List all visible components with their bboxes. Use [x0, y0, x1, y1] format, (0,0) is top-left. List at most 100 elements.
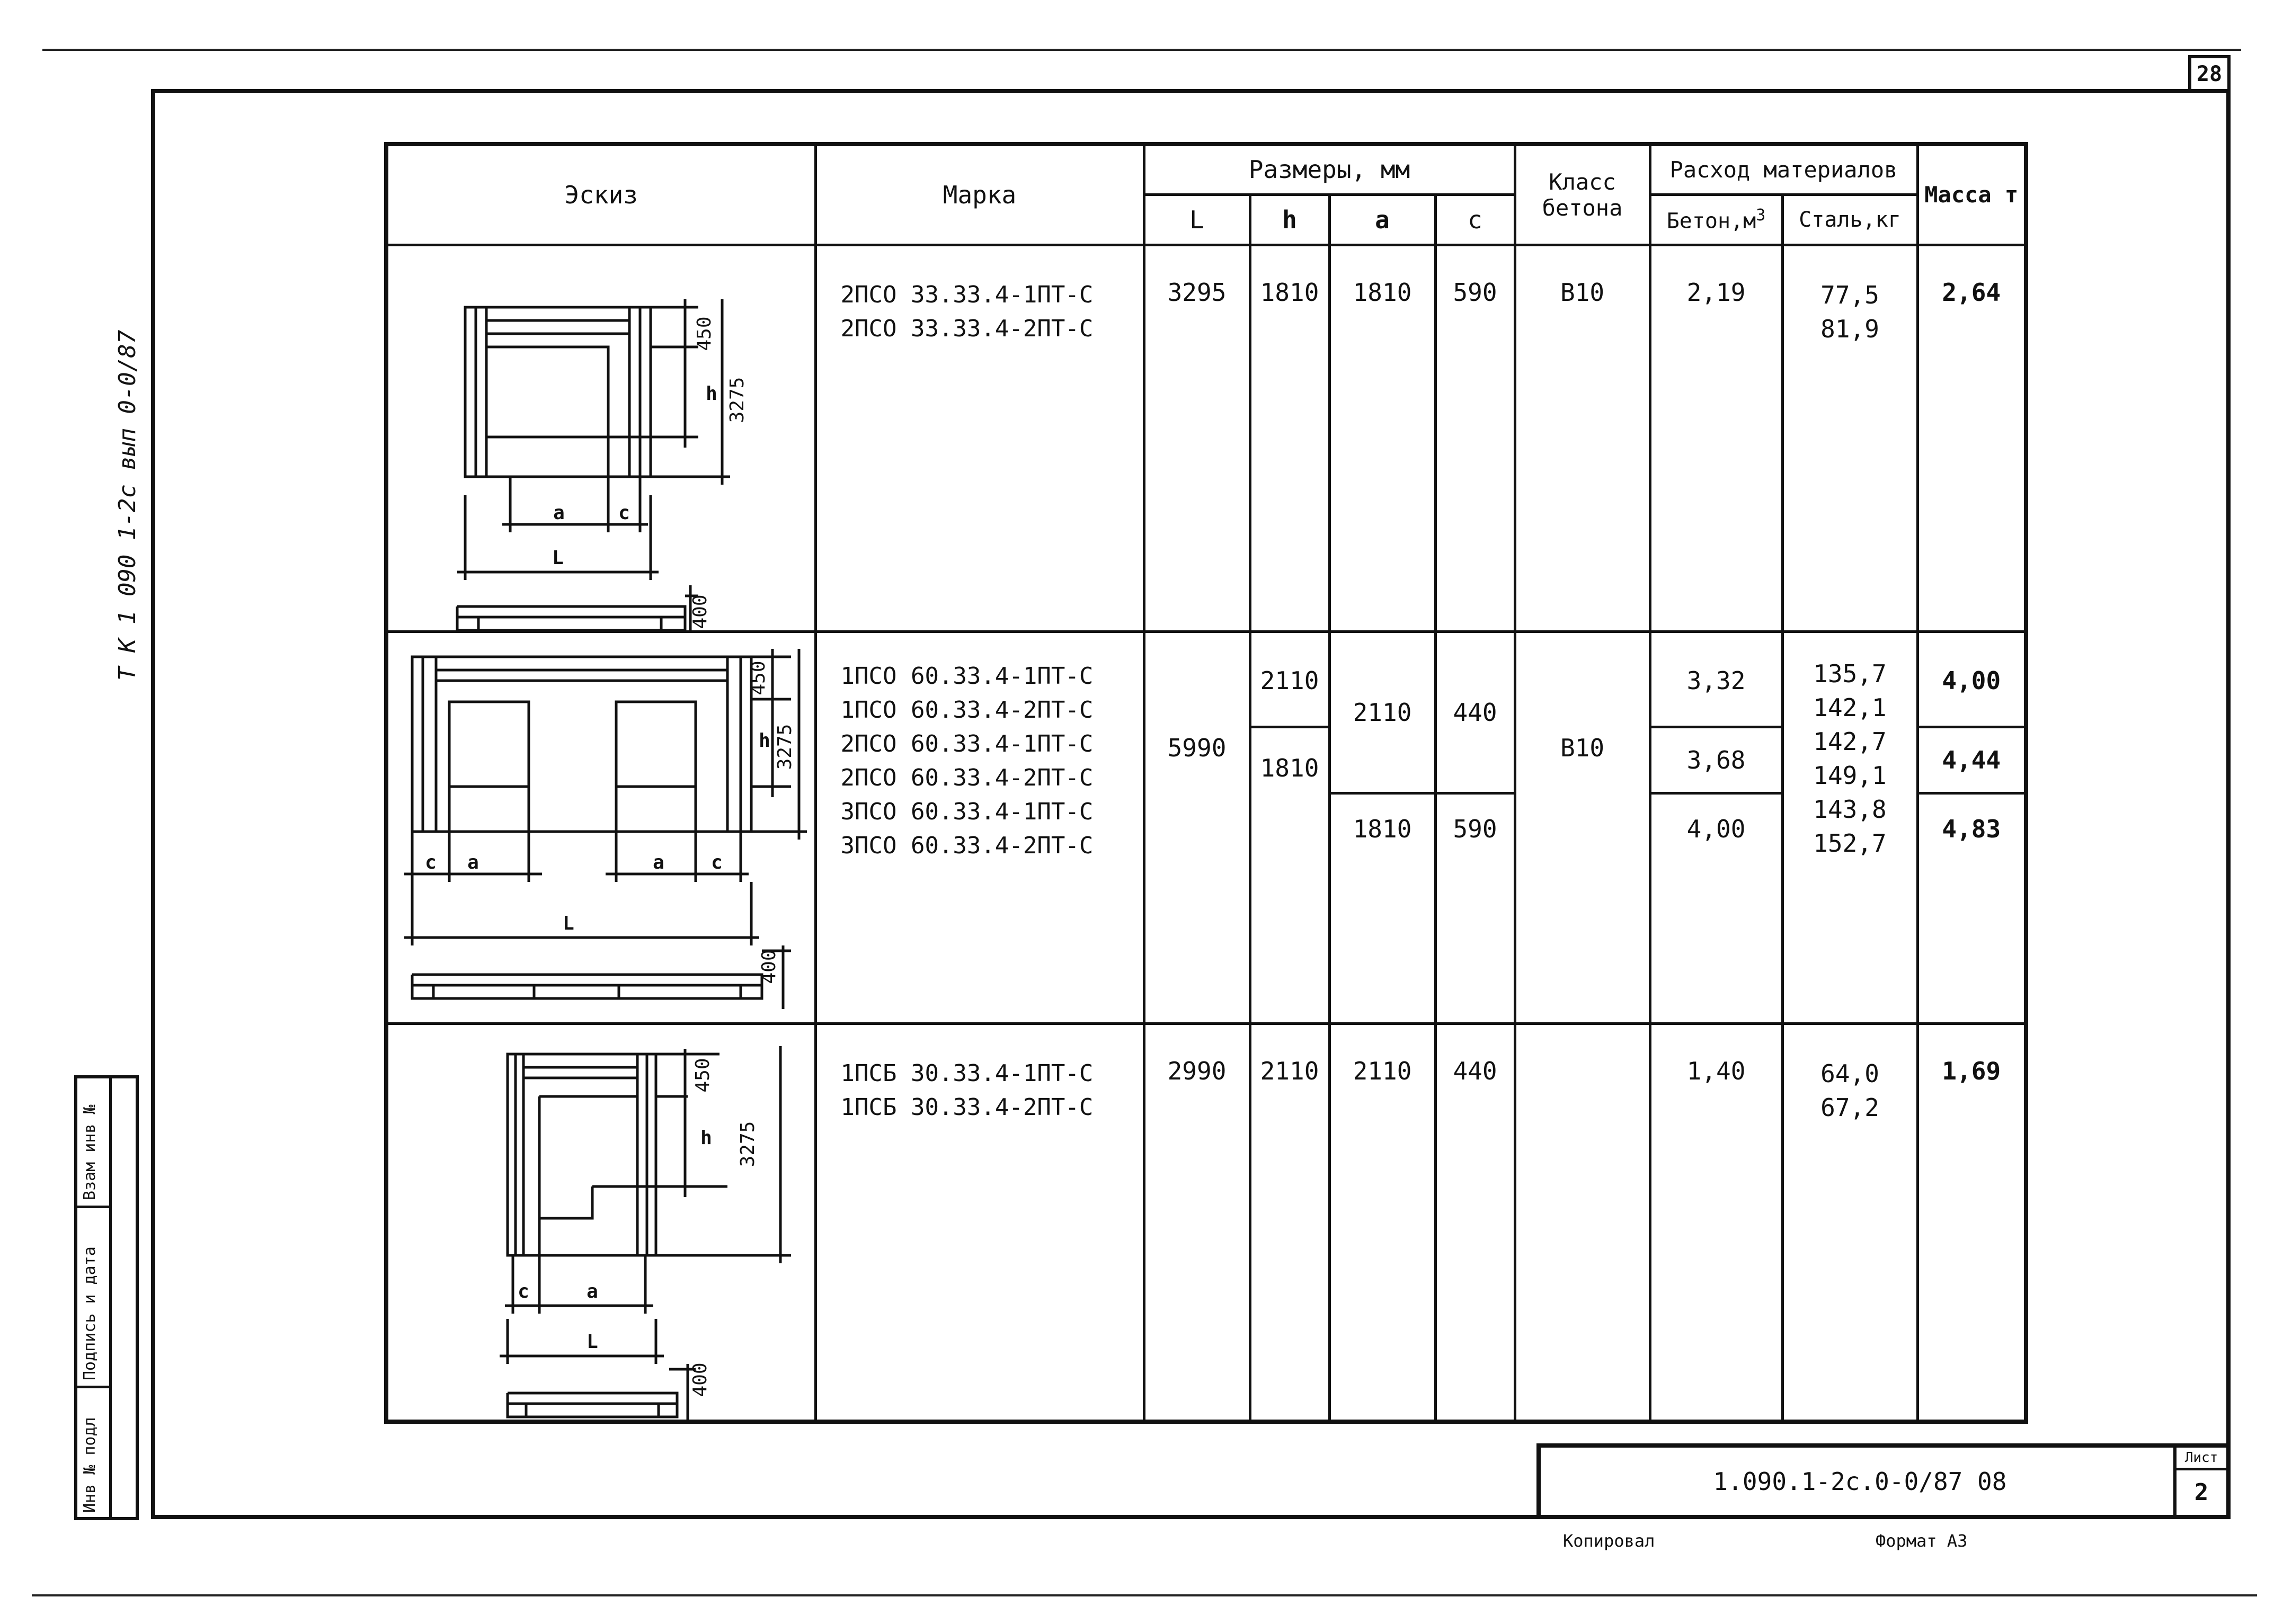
concrete-divider	[1651, 725, 1781, 728]
sketch-1-dim-450: 450	[694, 316, 715, 351]
sketch-panel-1: 450 h 3275 a c L 400	[456, 299, 748, 630]
mark-item: 3ПСО 60.33.4-2ПТ-С	[840, 832, 1094, 859]
cell-steel-2: 135,7 142,1 142,7 149,1 143,8 152,7	[1781, 630, 1919, 1025]
sketch-1-dim-a: a	[553, 502, 565, 524]
c-divider	[1436, 791, 1514, 795]
table-row: 450 h 3275 c a a c L 400 1ПСО 60.33.4-1П…	[385, 630, 2028, 1025]
sketch-2-dim-L: L	[563, 913, 574, 934]
concrete-value: 3,32	[1686, 666, 1746, 695]
sketch-2-dim-450: 450	[748, 661, 769, 695]
sketch-2-dim-a-right: a	[653, 852, 664, 873]
header-a: a	[1328, 193, 1437, 246]
mark-item: 1ПСБ 30.33.4-1ПТ-С	[840, 1059, 1094, 1087]
spine-label-2: Подпись и дата	[81, 1246, 99, 1380]
sketch-cell-2: 450 h 3275 c a a c L 400	[385, 630, 817, 1025]
header-concrete-class-text: Класс бетона	[1542, 168, 1623, 221]
h-value: 1810	[1260, 753, 1319, 782]
header-concrete-m3-text: Бетон,м	[1666, 209, 1756, 234]
mark-item: 2ПСО 33.33.4-2ПТ-С	[840, 315, 1094, 342]
header-steel-kg: Сталь,кг	[1781, 193, 1919, 246]
marks-cell-2: 1ПСО 60.33.4-1ПТ-С 1ПСО 60.33.4-2ПТ-С 2П…	[814, 630, 1145, 1025]
sheet-label: Лист	[2177, 1448, 2226, 1470]
concrete-divider	[1651, 791, 1781, 795]
mark-item: 2ПСО 33.33.4-1ПТ-С	[840, 281, 1094, 308]
header-mass: Масса т	[1916, 142, 2028, 246]
a-value: 2110	[1353, 698, 1412, 727]
mass-value: 4,44	[1942, 745, 2001, 774]
document-code: 1.090.1-2с.0-0/87 08	[1713, 1467, 2007, 1496]
header-concrete-class: Класс бетона	[1513, 142, 1651, 246]
cell-mass-1: 2,64	[1916, 243, 2028, 633]
header-concrete-m3-sup: 3	[1756, 206, 1766, 225]
outer-top-line	[42, 49, 2241, 51]
vertical-title: Т К 1 090 1-2с вып 0-0/87	[114, 329, 141, 681]
cell-a-3: 2110	[1328, 1022, 1437, 1423]
steel-value: 149,1	[1813, 761, 1887, 790]
spine-cell-3: Взам инв №	[77, 1078, 112, 1208]
cell-concrete-1: 2,19	[1648, 243, 1784, 633]
cell-L-3: 2990	[1142, 1022, 1251, 1423]
cell-a-1: 1810	[1328, 243, 1437, 633]
h-value: 2110	[1260, 666, 1319, 695]
sketch-1-dim-c: c	[618, 502, 630, 524]
steel-value: 64,0	[1820, 1059, 1879, 1088]
sketch-3-dim-400: 400	[689, 1362, 711, 1397]
a-divider	[1330, 791, 1434, 795]
sketch-2-dim-c-right: c	[711, 852, 723, 873]
spine-cell-1: Инв № подл	[77, 1386, 112, 1517]
specification-table: Эскиз Марка Размеры, мм Класс бетона Рас…	[384, 142, 2029, 1424]
cell-class-1: В10	[1513, 243, 1651, 633]
c-value: 590	[1453, 814, 1497, 843]
sketch-1-dim-h: h	[706, 383, 717, 405]
outer-bottom-line	[32, 1594, 2257, 1596]
footer-copied: Копировал	[1563, 1531, 1655, 1551]
spine-label-1: Инв № подл	[81, 1417, 99, 1513]
sketch-1-dim-400: 400	[689, 594, 711, 629]
sketch-2-dim-3275: 3275	[774, 724, 796, 770]
steel-value: 152,7	[1813, 828, 1887, 858]
table-row: 450 h 3275 a c L 400 2ПСО 33.33.4-1ПТ-С …	[385, 243, 2028, 633]
sketch-2-dim-h: h	[759, 730, 770, 752]
footer-format: Формат А3	[1876, 1531, 1968, 1551]
sketch-3-dim-L: L	[587, 1331, 598, 1353]
cell-mass-3: 1,69	[1916, 1022, 2028, 1423]
mass-value: 4,00	[1942, 666, 2001, 695]
spine-label-3: Взам инв №	[81, 1104, 99, 1200]
sketch-panel-2: 450 h 3275 c a a c L 400	[404, 648, 807, 1009]
steel-value: 77,5	[1820, 280, 1879, 309]
sketch-3-dim-a: a	[587, 1281, 598, 1302]
cell-steel-3: 64,0 67,2	[1781, 1022, 1919, 1423]
concrete-value: 4,00	[1686, 814, 1746, 843]
cell-h-3: 2110	[1248, 1022, 1331, 1423]
title-block: 1.090.1-2с.0-0/87 08 Лист 2	[1536, 1443, 2231, 1519]
header-L: L	[1142, 193, 1251, 246]
cell-concrete-2: 3,32 3,68 4,00	[1648, 630, 1784, 1025]
spine-cell-2: Подпись и дата	[77, 1206, 112, 1388]
cell-c-3: 440	[1434, 1022, 1516, 1423]
c-value: 440	[1453, 698, 1497, 727]
cell-L-1: 3295	[1142, 243, 1251, 633]
steel-value: 135,7	[1813, 659, 1887, 688]
header-consumption: Расход материалов	[1648, 142, 1919, 196]
cell-steel-1: 77,5 81,9	[1781, 243, 1919, 633]
sheet-box: Лист 2	[2173, 1448, 2226, 1515]
sketch-2-dim-400: 400	[758, 949, 780, 984]
cell-mass-2: 4,00 4,44 4,83	[1916, 630, 2028, 1025]
cell-class-3	[1513, 1022, 1651, 1423]
marks-cell-1: 2ПСО 33.33.4-1ПТ-С 2ПСО 33.33.4-2ПТ-С	[814, 243, 1145, 633]
sketch-3-dim-h: h	[700, 1127, 712, 1149]
sketch-cell-3: 450 h 3275 c a L 400	[385, 1022, 817, 1423]
steel-value: 142,7	[1813, 727, 1887, 756]
header-dims: Размеры, мм	[1142, 142, 1516, 196]
header-h: h	[1248, 193, 1331, 246]
drawing-frame	[151, 89, 2231, 1519]
mark-item: 1ПСБ 30.33.4-2ПТ-С	[840, 1093, 1094, 1121]
sketch-2-dim-a-left: a	[467, 852, 479, 873]
steel-value: 67,2	[1820, 1093, 1879, 1122]
header-mark: Марка	[814, 142, 1145, 246]
steel-value: 143,8	[1813, 795, 1887, 824]
cell-L-2: 5990	[1142, 630, 1251, 1025]
cell-class-2: В10	[1513, 630, 1651, 1025]
cell-h-1: 1810	[1248, 243, 1331, 633]
cell-c-1: 590	[1434, 243, 1516, 633]
